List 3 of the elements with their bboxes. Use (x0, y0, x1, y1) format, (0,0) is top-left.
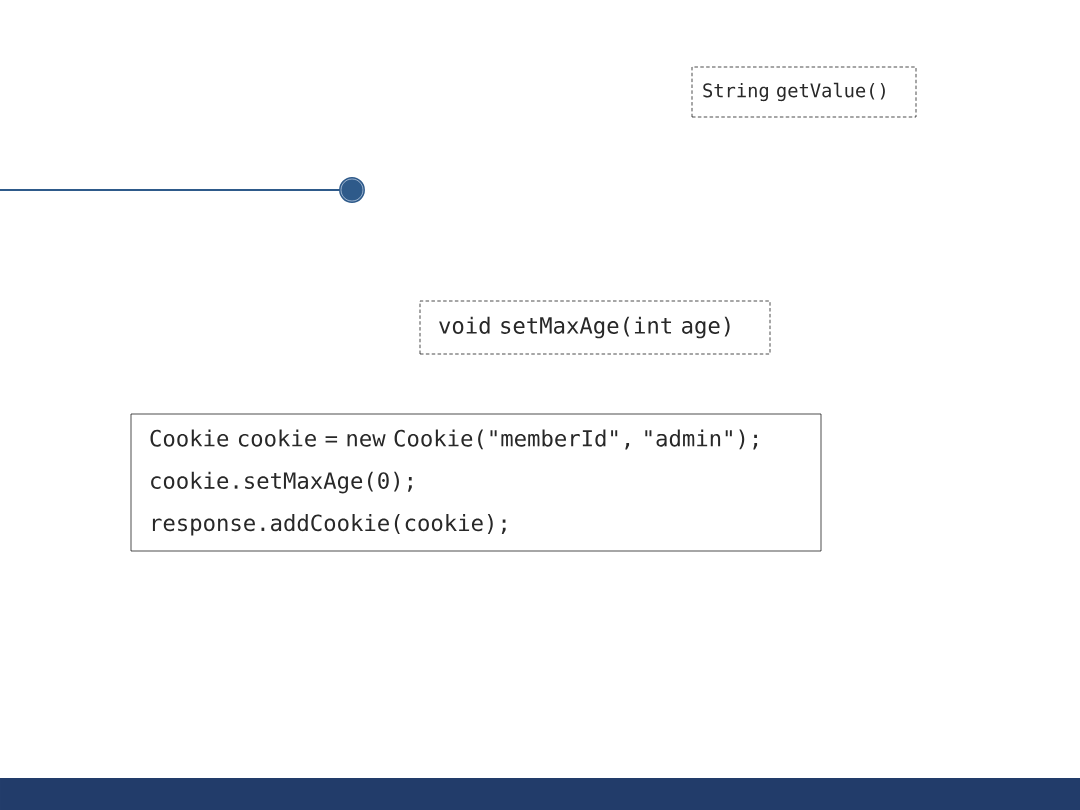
method-signature-box: void setMaxAge(int age) (419, 300, 771, 355)
code-box: Cookie cookie = new Cookie("memberId", "admin"); cookie.setMaxAge(0); response.addCookie(cookie); (130, 413, 822, 552)
method-signature-box: String getValue() (691, 66, 917, 118)
